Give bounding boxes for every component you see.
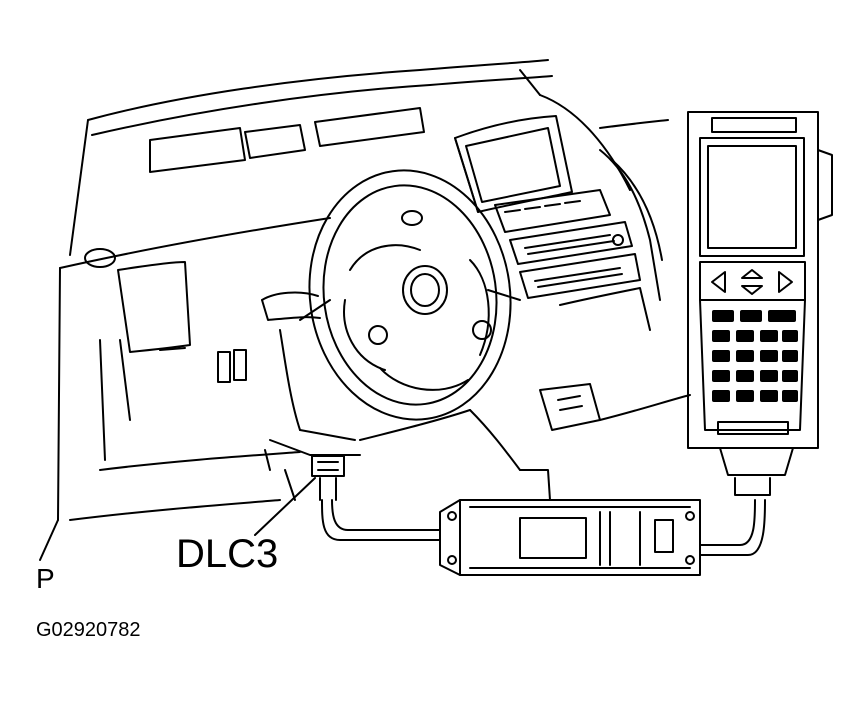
left-panel (69, 248, 301, 521)
upper-vents (149, 107, 425, 173)
right-lower-dash (519, 383, 691, 501)
tester-keypad (712, 310, 798, 402)
corner-letter-label: P (36, 563, 55, 594)
steering-column (261, 291, 521, 501)
center-display-bezel (454, 115, 573, 213)
dlc3-label: DLC3 (176, 532, 279, 576)
dashboard-shell (39, 59, 669, 561)
figure-code-label: G02920782 (36, 619, 141, 641)
cable-left (321, 499, 441, 541)
center-stack (494, 149, 663, 331)
dlc3-connector (311, 455, 345, 501)
interface-module (439, 499, 701, 576)
steering-wheel (299, 169, 521, 421)
handheld-tester (687, 111, 833, 496)
cable-right (699, 499, 766, 556)
dlc3-leader-line (254, 477, 316, 536)
